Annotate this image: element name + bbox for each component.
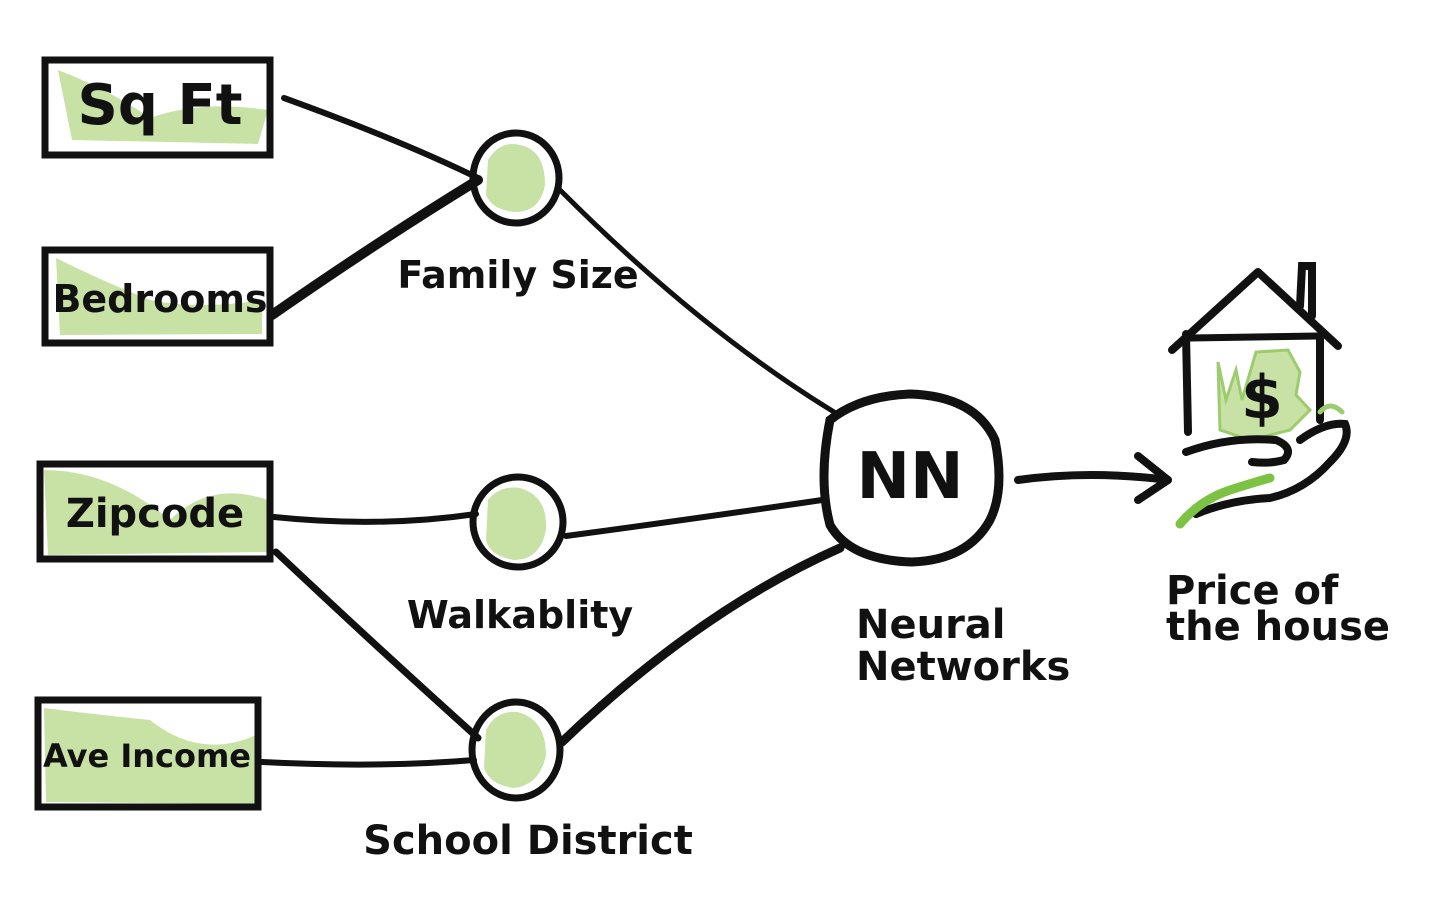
house-chimney <box>1296 262 1316 320</box>
output-label-line2: the house <box>1166 604 1390 650</box>
input-sqft-box: Sq Ft <box>41 56 274 159</box>
house-in-hand-icon: $ <box>1168 262 1351 529</box>
hidden-node-family: Family Size <box>397 129 639 297</box>
hidden-node-walk: Walkablity <box>407 473 634 637</box>
input-label: Sq Ft <box>78 73 243 138</box>
edge-family-nn <box>557 187 837 415</box>
output-label-line1: Price of <box>1166 568 1339 614</box>
nn-label-line2: Networks <box>856 644 1070 690</box>
edge-walk-nn <box>563 497 825 539</box>
edge-income-school <box>259 757 477 768</box>
input-connections <box>259 95 483 768</box>
edge-sqft-family <box>281 95 481 181</box>
edge-bedrooms-family <box>267 175 483 320</box>
hand-green-accent <box>1175 473 1275 529</box>
house-body <box>1182 330 1324 436</box>
output-arrow <box>1014 452 1172 504</box>
input-label: Bedrooms <box>52 277 267 321</box>
hidden-node-label: School District <box>363 818 693 864</box>
hidden-node-label: Walkablity <box>407 593 634 637</box>
input-label: Ave Income <box>43 737 251 775</box>
hand-back <box>1192 419 1351 518</box>
input-zipcode-box: Zipcode <box>36 460 274 563</box>
input-bedrooms-box: Bedrooms <box>41 246 274 347</box>
arrow-head <box>1134 452 1172 504</box>
nn-circle <box>819 389 1004 567</box>
edge-zipcode-school <box>272 548 482 742</box>
nn-node: NN Neural Networks <box>819 389 1070 690</box>
house-roof <box>1168 268 1342 354</box>
output-label: Price of the house <box>1166 568 1390 650</box>
hand-palm <box>1182 435 1292 467</box>
dollar-sign: $ <box>1241 363 1283 433</box>
nn-label-line1: Neural <box>856 602 1006 648</box>
hidden-connections <box>557 187 845 747</box>
nn-symbol: NN <box>856 440 963 514</box>
hidden-node-label: Family Size <box>397 253 638 297</box>
input-income-box: Ave Income <box>34 696 262 811</box>
edge-school-nn <box>557 543 845 747</box>
hidden-node-school: School District <box>363 698 693 864</box>
input-label: Zipcode <box>66 491 244 537</box>
edge-zipcode-walk <box>271 511 479 525</box>
